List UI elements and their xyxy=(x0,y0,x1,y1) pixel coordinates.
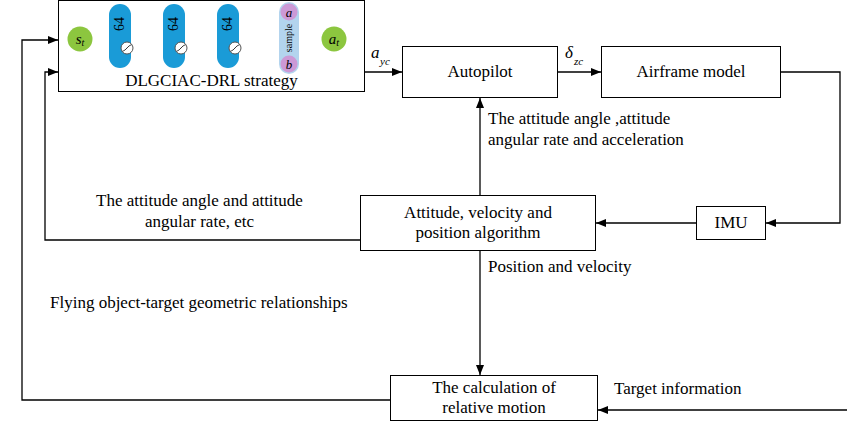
signal-name: δ xyxy=(565,42,573,63)
connector-arrow xyxy=(45,72,360,240)
bar-fill xyxy=(279,2,299,74)
signal-name: a xyxy=(371,42,380,63)
circle-fill xyxy=(68,27,93,52)
target-input-line xyxy=(598,409,847,410)
sigmoid-curve xyxy=(231,45,240,51)
edge-label: The attitude angle ,attitude angular rat… xyxy=(488,108,708,150)
activation-icon xyxy=(175,42,187,54)
activation-icon xyxy=(121,42,133,54)
bar-fill xyxy=(163,4,185,68)
shape-outline xyxy=(109,4,131,68)
sigmoid-curve xyxy=(123,45,132,51)
action-circle: at xyxy=(321,26,347,52)
edge-label: Flying object-target geometric relations… xyxy=(50,292,350,313)
node-text: 64 xyxy=(113,17,127,31)
state-circle: st xyxy=(67,26,93,52)
node-text: Airframe model xyxy=(636,62,745,82)
sample-bar: sample a b xyxy=(279,2,299,74)
node-text: b xyxy=(286,58,293,71)
hidden-layer-bar: 64 xyxy=(163,4,185,68)
process-box: Autopilot xyxy=(402,46,558,98)
param-circle: a xyxy=(280,3,298,21)
circle-fill xyxy=(281,4,298,21)
edge-label: The attitude angle and attitude angular … xyxy=(92,190,307,232)
circle-fill xyxy=(281,56,298,73)
node-text: IMU xyxy=(714,213,747,233)
activation-icon xyxy=(229,42,241,54)
circle-fill xyxy=(322,27,347,52)
connector-arrow xyxy=(479,251,480,375)
param-circle: b xyxy=(280,55,298,73)
connector-arrow xyxy=(596,222,696,223)
node-text: a xyxy=(286,6,293,19)
strategy-box: DLGCIAC-DRL strategyst646464sampleabat xyxy=(58,0,365,92)
connector-arrow xyxy=(365,71,402,72)
node-text: t xyxy=(336,38,339,48)
shape-outline xyxy=(217,4,239,68)
node-text: The calculation of relative motion xyxy=(405,378,583,418)
process-box: The calculation of relative motion xyxy=(390,375,598,421)
input-label: Target information xyxy=(614,378,741,399)
node-text: Attitude, velocity and position algorith… xyxy=(375,203,581,243)
node-text: 64 xyxy=(221,17,235,31)
node-text: Autopilot xyxy=(447,62,512,82)
connector-arrow xyxy=(479,98,480,195)
hidden-layer-bar: 64 xyxy=(217,4,239,68)
bar-fill xyxy=(109,4,131,68)
hidden-layer-bar: 64 xyxy=(109,4,131,68)
process-box: IMU xyxy=(696,206,766,240)
sigmoid-curve xyxy=(177,45,186,51)
edge-label: Position and velocity xyxy=(488,256,688,277)
signal-subscript: yc xyxy=(380,55,390,68)
node-text: sample xyxy=(284,24,294,52)
node-text: DLGCIAC-DRL strategy xyxy=(59,72,364,90)
process-box: Airframe model xyxy=(601,46,781,98)
signal-subscript: zc xyxy=(574,55,583,68)
node-text: a xyxy=(329,32,337,47)
bar-fill xyxy=(217,4,239,68)
process-box: Attitude, velocity and position algorith… xyxy=(360,195,596,251)
shape-outline xyxy=(163,4,185,68)
node-text: 64 xyxy=(167,17,181,31)
connector-arrow xyxy=(22,40,390,400)
node-text: t xyxy=(82,38,85,48)
connector-arrow xyxy=(558,71,601,72)
node-text: s xyxy=(76,32,82,47)
